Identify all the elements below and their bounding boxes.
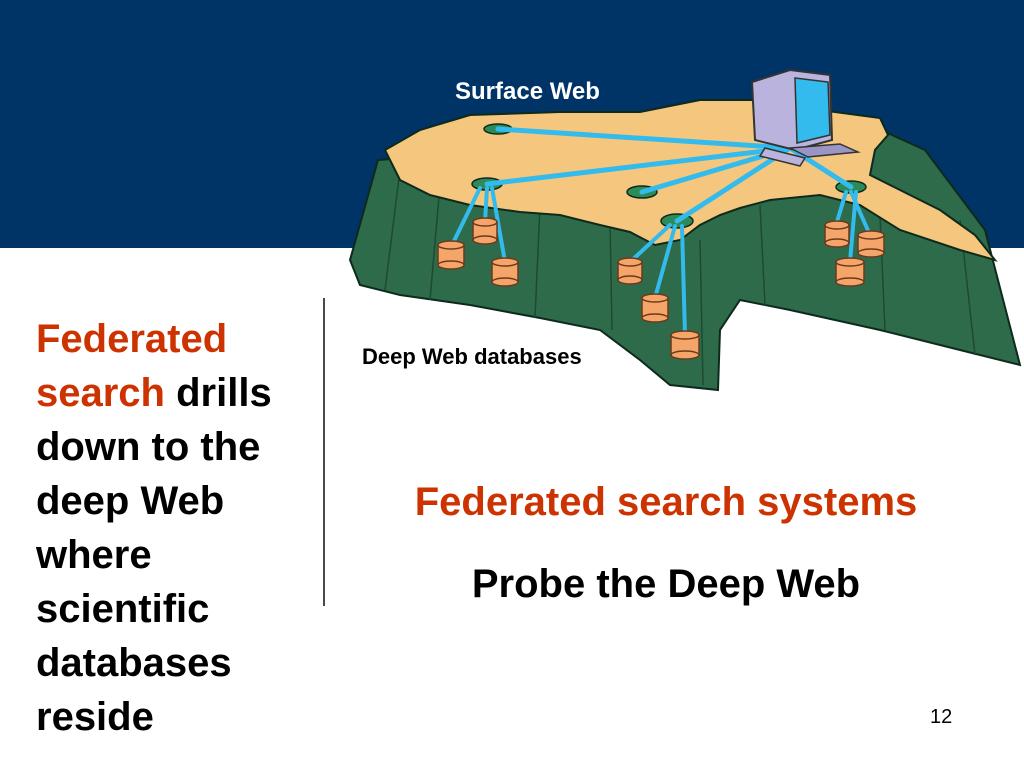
database-icon bbox=[857, 230, 885, 258]
statement-text-4: where bbox=[36, 533, 152, 577]
statement-text-5: scientific bbox=[36, 587, 210, 631]
deep-web-databases-label: Deep Web databases bbox=[362, 344, 582, 369]
federated-systems-heading: Federated search systems bbox=[414, 480, 918, 524]
database-icon bbox=[491, 257, 519, 287]
page-number: 12 bbox=[930, 706, 953, 728]
database-icon bbox=[835, 257, 865, 287]
database-icon bbox=[670, 330, 700, 360]
accent-word-2: search bbox=[36, 371, 165, 415]
database-icon bbox=[472, 217, 498, 245]
keyboard-icon bbox=[787, 143, 861, 158]
statement-text-2: down to the bbox=[36, 425, 261, 469]
database-icon bbox=[641, 293, 669, 323]
probe-heading: Probe the Deep Web bbox=[471, 562, 861, 606]
deep-web-illustration bbox=[348, 68, 1022, 392]
statement-text-7: reside bbox=[36, 695, 154, 739]
statement-text-6: databases bbox=[36, 641, 232, 685]
database-icon-group bbox=[437, 217, 885, 360]
surface-web-label: Surface Web bbox=[455, 78, 600, 105]
database-icon bbox=[617, 257, 643, 285]
statement-text-3: deep Web bbox=[36, 479, 225, 523]
statement-text-1: drills bbox=[164, 371, 272, 415]
database-icon bbox=[824, 220, 850, 248]
left-statement: Federated search drills down to the deep… bbox=[36, 312, 316, 744]
vertical-divider bbox=[323, 298, 325, 606]
deep-links bbox=[450, 186, 872, 337]
database-icon bbox=[437, 240, 465, 270]
accent-word-1: Federated bbox=[36, 317, 228, 361]
computer-icon bbox=[750, 68, 834, 167]
